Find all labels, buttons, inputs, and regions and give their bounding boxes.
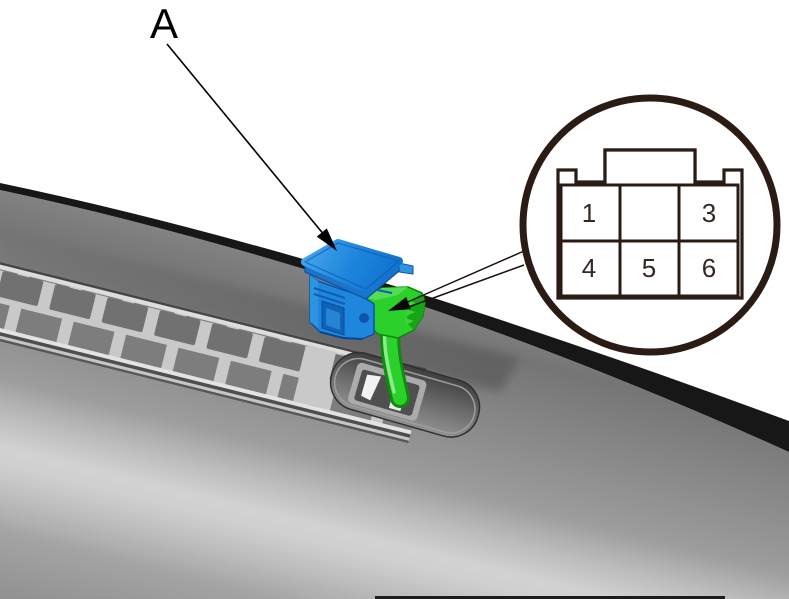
- grille-bottom-line: [0, 324, 411, 438]
- grille-top-highlight: [0, 260, 427, 375]
- cover-cap-outline: [304, 242, 400, 290]
- hole-bracket-left: [361, 374, 382, 401]
- grille-bottom-highlight: [0, 320, 412, 435]
- grille-bottom-edge: [0, 330, 409, 444]
- grille-top-line: [0, 258, 427, 371]
- cavity-grid-lines: [561, 185, 738, 296]
- harness-lock-teeth: [405, 300, 416, 325]
- harness: [363, 286, 426, 408]
- grille-strut: [293, 344, 337, 409]
- cover-cap-notch: [376, 289, 393, 294]
- cavity-4: 4: [582, 253, 596, 283]
- cover-pivot-detail: [359, 313, 369, 323]
- cover-body-left-facet: [310, 275, 318, 328]
- cover-clip-tab: [326, 308, 340, 330]
- bottom-edge-sliver: [375, 596, 725, 599]
- inset-arrowhead: [388, 296, 411, 311]
- pocket-rim-highlight: [333, 357, 476, 434]
- cavity-3: 3: [702, 198, 716, 228]
- cavity-1: 1: [582, 198, 596, 228]
- connector-cover: [301, 239, 414, 340]
- callout-a: A: [150, 0, 337, 251]
- magnifier-inset: 1 3 4 5 6: [388, 94, 781, 356]
- grille-bottom-rib: [0, 327, 410, 441]
- cavity-6: 6: [702, 253, 716, 283]
- dashboard-highlight: [0, 370, 789, 599]
- defroster-grille: [0, 258, 427, 444]
- cavity-5: 5: [642, 253, 656, 283]
- dashboard: [0, 183, 789, 599]
- callout-a-arrowhead: [316, 228, 337, 251]
- inset-leader-lines: [402, 250, 525, 310]
- cover-grooves: [313, 287, 346, 305]
- connector-face-view: 1 3 4 5 6: [556, 148, 744, 300]
- cover-side-tab: [398, 262, 414, 275]
- cover-bottom-shade: [319, 331, 363, 340]
- callout-a-leader-line: [166, 43, 326, 237]
- harness-connector-top: [364, 287, 408, 300]
- callout-a-label: A: [150, 0, 178, 47]
- connector-shell: [556, 148, 744, 300]
